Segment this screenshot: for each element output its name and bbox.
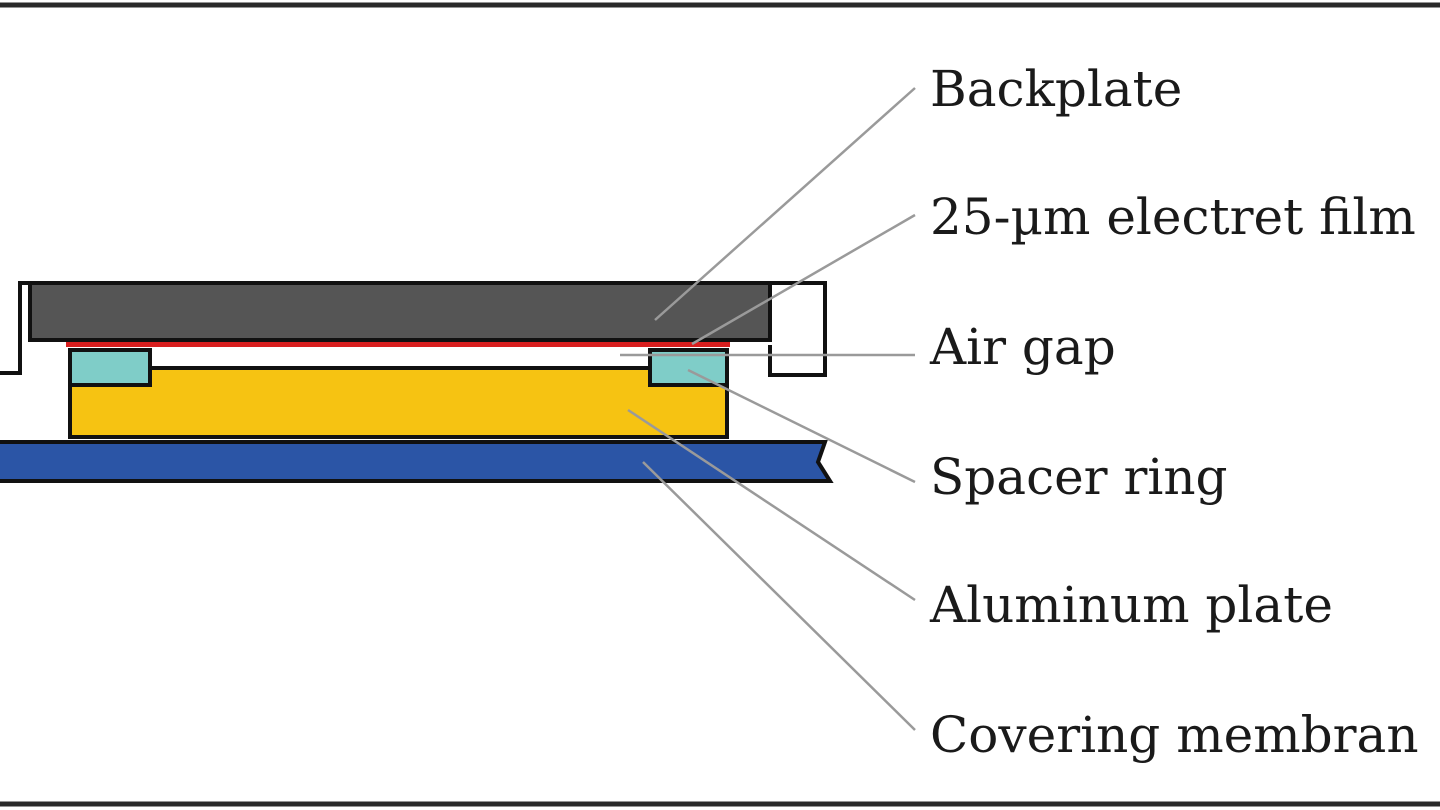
electret-film-shape xyxy=(66,340,730,347)
housing-outline xyxy=(0,281,827,377)
leader-covering-membrane xyxy=(642,461,916,731)
leader-backplate xyxy=(654,87,916,321)
label-spacer-ring: Spacer ring xyxy=(930,448,1228,506)
label-air-gap: Air gap xyxy=(929,318,1116,376)
label-aluminum-plate: Aluminum plate xyxy=(929,576,1333,634)
label-electret-film: 25-µm electret film xyxy=(930,188,1416,246)
aluminum-plate-shape xyxy=(68,360,729,439)
leader-aluminum-plate xyxy=(627,408,916,602)
spacer-ring-left xyxy=(68,348,152,387)
label-covering-membrane: Covering membran xyxy=(930,706,1419,764)
covering-membrane-shape xyxy=(0,440,834,483)
backplate-shape xyxy=(28,281,772,342)
leader-spacer-ring xyxy=(687,368,916,484)
leader-electret-film xyxy=(691,213,916,346)
label-backplate: Backplate xyxy=(930,60,1182,118)
